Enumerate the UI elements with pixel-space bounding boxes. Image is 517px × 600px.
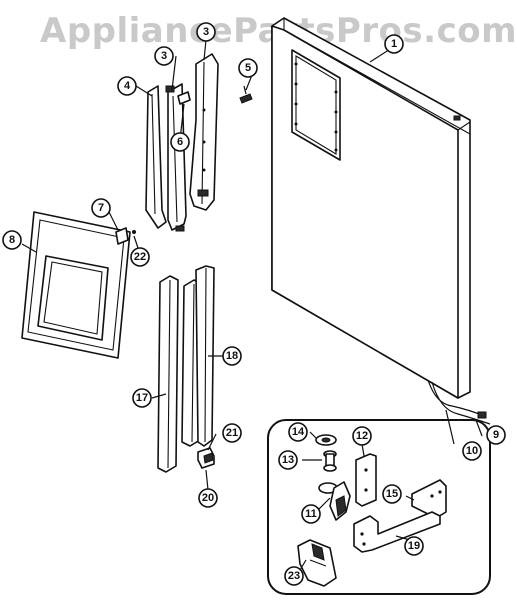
svg-text:1: 1 [391,38,397,50]
svg-text:19: 19 [408,540,420,552]
svg-text:3: 3 [161,50,167,62]
svg-text:14: 14 [292,426,305,438]
callout-17: 17 [132,388,152,408]
left-channel [145,85,167,229]
svg-text:15: 15 [386,488,398,500]
hinge-plate-part-12 [355,453,377,507]
bushing-part-13 [323,450,337,472]
svg-text:21: 21 [226,427,238,439]
callout-11: 11 [301,504,321,524]
right-bracket [189,53,219,211]
svg-text:23: 23 [288,570,300,582]
callout-5: 5 [238,58,258,78]
callout-21: 21 [222,423,242,443]
lower-hinge-part-19 [353,511,441,553]
trim-strip-left [157,275,179,473]
trim-strip-right [181,265,215,447]
callout-19: 19 [404,536,424,556]
callout-12: 12 [352,426,372,446]
callout-22: 22 [130,247,150,267]
callout-6: 6 [170,132,190,152]
callout-10: 10 [462,441,482,461]
door-panel [271,17,491,425]
callout-20: 20 [198,488,218,508]
callout-3-second: 3 [196,22,216,42]
end-cap-part-20 [197,447,215,469]
svg-text:3: 3 [203,26,209,38]
svg-text:22: 22 [134,251,146,263]
callout-14: 14 [288,422,308,442]
callout-23: 23 [284,566,304,586]
clip-part-6 [177,91,191,105]
svg-text:13: 13 [282,454,294,466]
svg-text:17: 17 [136,392,148,404]
callout-3: 3 [154,46,174,66]
callout-8: 8 [2,230,22,250]
svg-text:4: 4 [124,80,131,92]
hinge-pin-part-11 [318,481,351,521]
angle-bracket-part-15 [411,479,447,519]
svg-text:20: 20 [202,492,214,504]
svg-text:11: 11 [305,508,317,520]
svg-text:10: 10 [466,445,478,457]
svg-text:12: 12 [356,430,368,442]
callout-18: 18 [222,346,242,366]
washer-part-14 [315,434,337,446]
callout-4: 4 [117,76,137,96]
svg-text:7: 7 [98,202,104,214]
callout-1: 1 [384,34,404,54]
callout-13: 13 [278,450,298,470]
callout-15: 15 [382,484,402,504]
svg-text:6: 6 [177,136,183,148]
dispenser-panel [21,211,131,359]
svg-text:9: 9 [493,429,499,441]
svg-text:5: 5 [245,62,251,74]
svg-text:8: 8 [9,234,15,246]
callout-7: 7 [91,198,111,218]
callout-9: 9 [486,425,506,445]
clip-part-7 [115,227,136,245]
screw-part-5 [239,85,253,104]
middle-channel [165,83,187,232]
svg-text:18: 18 [226,350,238,362]
